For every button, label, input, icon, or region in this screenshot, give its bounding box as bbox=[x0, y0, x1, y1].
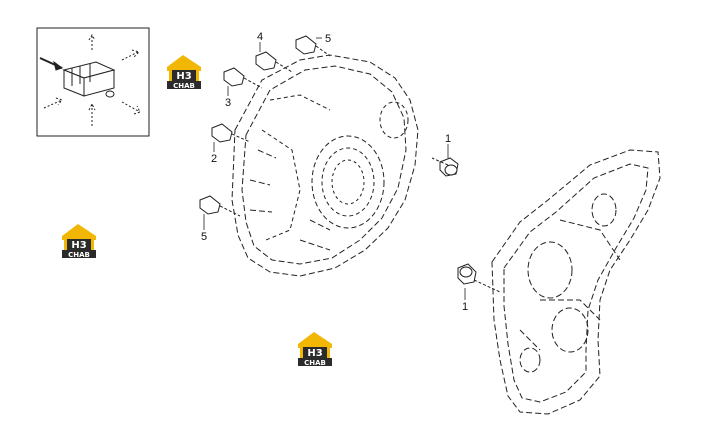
watermark-logo: H3 CHAB bbox=[62, 224, 96, 259]
leader-lines bbox=[203, 37, 466, 300]
watermark-brand: CHAB bbox=[68, 251, 90, 259]
part-sensor-3 bbox=[223, 67, 263, 89]
watermark-logo: H3 CHAB bbox=[167, 55, 201, 90]
watermark-brand: CHAB bbox=[304, 359, 326, 367]
inset-frame bbox=[36, 27, 150, 137]
callout-1-top: 1 bbox=[445, 133, 451, 145]
callout-5-top: 5 bbox=[325, 33, 331, 45]
flywheel-housing bbox=[231, 54, 419, 277]
orientation-arrow-icon bbox=[39, 34, 141, 126]
watermark-brand: CHAB bbox=[173, 82, 195, 90]
timing-case bbox=[491, 149, 661, 415]
callout-4: 4 bbox=[257, 31, 263, 43]
part-sensor-2 bbox=[211, 123, 251, 143]
part-sensor-5-left bbox=[199, 195, 241, 217]
callout-2: 2 bbox=[211, 153, 217, 165]
part-plug-1-bottom bbox=[457, 263, 501, 293]
part-plug-1-top bbox=[431, 157, 459, 177]
watermark-mark: H3 bbox=[71, 240, 86, 251]
watermark-mark: H3 bbox=[176, 71, 191, 82]
sensor-block-icon bbox=[62, 61, 116, 98]
part-sensor-5-top bbox=[295, 35, 331, 57]
part-sensor-4 bbox=[255, 51, 293, 73]
callout-3: 3 bbox=[225, 97, 231, 109]
inset-detail bbox=[36, 27, 150, 137]
callout-5-left: 5 bbox=[201, 231, 207, 243]
callout-1-bottom: 1 bbox=[462, 301, 468, 313]
watermark-mark: H3 bbox=[307, 348, 322, 359]
watermark-logo: H3 CHAB bbox=[298, 332, 332, 367]
